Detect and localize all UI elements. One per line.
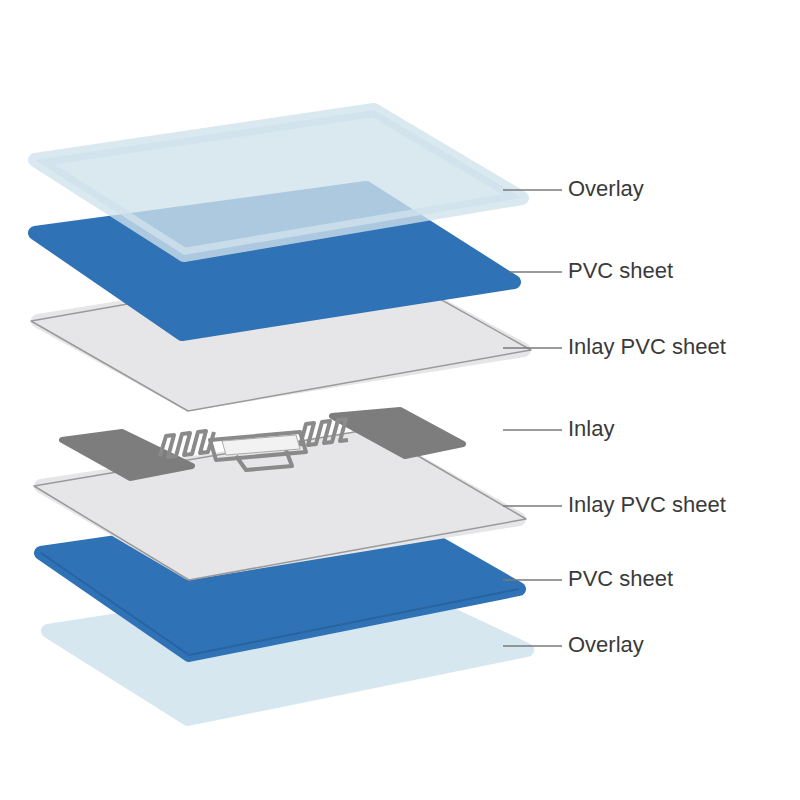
layer-label: Overlay (566, 632, 646, 658)
layer-label: Inlay (566, 416, 616, 442)
layer-label: Inlay PVC sheet (566, 334, 728, 360)
layer-label: Overlay (566, 176, 646, 202)
layer-label: PVC sheet (566, 258, 675, 284)
overlay-layer (35, 110, 522, 255)
rfid-inlay (62, 410, 463, 478)
layer-label: PVC sheet (566, 566, 675, 592)
leader-lines (503, 190, 562, 646)
layer-label: Inlay PVC sheet (566, 492, 728, 518)
